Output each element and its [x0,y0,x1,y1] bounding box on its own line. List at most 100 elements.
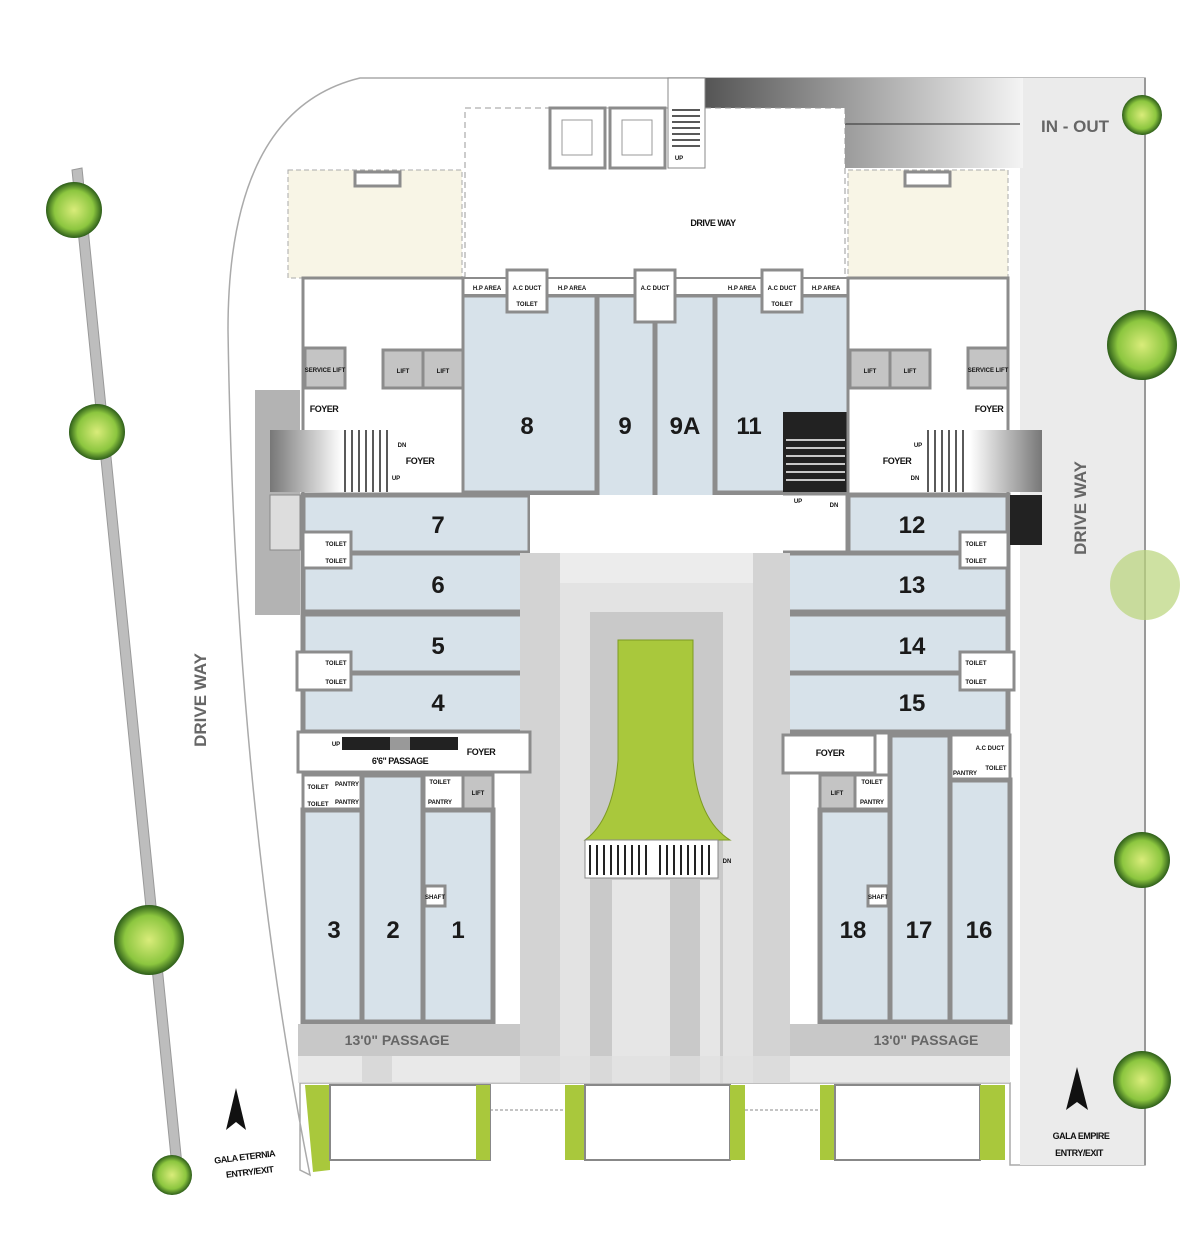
plan-label: DN [830,503,839,509]
unit-16[interactable]: 16 [947,777,1013,1025]
plan-label: TOILET [965,559,987,565]
plan-label: PANTRY [428,800,452,806]
inner-passage-label: 6'6" PASSAGE [372,756,429,766]
plan-label: TOILET [965,680,987,686]
trees [46,95,1180,1195]
gala-eternia-entry[interactable]: GALA ETERNIA ENTRY/EXIT [214,1088,277,1180]
plan-label: 8 [520,413,533,440]
ramp-stairs: UP [667,77,706,169]
plan-label: ENTRY/EXIT [225,1164,275,1180]
drive-way-label: DRIVE WAY [690,218,736,228]
central-courtyard: DN [520,495,790,1083]
plan-label: LIFT [472,791,485,797]
unit-3[interactable]: 3 [300,807,365,1025]
plan-label: FOYER [467,747,497,757]
plan-label: UP [332,742,340,748]
green-lawn [583,639,732,841]
vent-box [903,170,952,188]
plan-label: TOILET [771,302,793,308]
unit-13[interactable]: 13 [780,550,1011,615]
plan-label: 1 [451,917,464,944]
right-passage: 13'0" PASSAGE [790,1024,1010,1056]
plan-label: TOILET [965,661,987,667]
unit-1[interactable]: 1 SHAFT [420,807,496,1025]
plan-label: GALA EMPIRE [1053,1131,1110,1141]
tree-icon [1110,550,1180,620]
vent-box [353,170,402,188]
plan-label: 2 [386,917,399,944]
unit-8[interactable]: 8 [459,292,600,496]
hp-area-row: H.P AREA H.P AREA H.P AREA H.P AREA A.C … [461,268,851,324]
tree-icon [1122,95,1162,135]
left-road [71,167,183,1168]
plan-label: TOILET [325,680,347,686]
plan-label: 13 [899,572,926,599]
plan-label: 13'0" PASSAGE [874,1032,979,1048]
unit-9[interactable]: 9 [594,292,658,520]
plan-label: 15 [899,690,926,717]
plan-label: 14 [899,633,926,660]
unit-18[interactable]: 18 SHAFT [817,807,893,1025]
gala-empire-entry[interactable]: GALA EMPIRE ENTRY/EXIT [1053,1067,1110,1158]
plan-label: LIFT [437,369,450,375]
plan-label: 4 [431,690,445,717]
plan-label: UP [794,499,802,505]
right-drive-way-label: DRIVE WAY [1071,460,1090,555]
plan-label: A.C DUCT [513,286,542,292]
plan-label: TOILET [325,559,347,565]
up-label: UP [675,156,683,162]
plan-label: 5 [431,633,444,660]
tree-icon [114,905,184,975]
plan-label: H.P AREA [558,286,587,292]
plan-label: LIFT [831,791,844,797]
plan-label: 6 [431,572,444,599]
plan-label: H.P AREA [473,286,502,292]
right-wing-toilets: TOILET TOILET TOILET TOILET [958,495,1042,692]
unit-9a[interactable]: 9A [652,292,718,520]
plan-label: TOILET [429,780,451,786]
left-wing-toilets: TOILET TOILET TOILET TOILET [295,530,353,692]
plan-label: SERVICE LIFT [968,368,1009,374]
plan-label: TOILET [861,780,883,786]
frontage-planters [305,1084,1005,1172]
plan-label: 12 [899,512,926,539]
plan-label: TOILET [516,302,538,308]
plan-label: PANTRY [335,782,359,788]
plan-label: TOILET [307,802,329,808]
plan-label: UP [392,476,400,482]
plan-label: DN [398,443,407,449]
plan-label: 9A [670,413,701,440]
plan-label: LIFT [904,369,917,375]
plan-label: UP [914,443,922,449]
plan-label: FOYER [975,404,1005,414]
plan-label: 9 [618,413,631,440]
top-lift-boxes [548,106,667,170]
plan-label: H.P AREA [812,286,841,292]
tree-icon [152,1155,192,1195]
plan-label: TOILET [325,661,347,667]
front-walkway [298,1056,1010,1083]
plan-label: TOILET [307,785,329,791]
plan-label: TOILET [325,542,347,548]
plan-label: GALA ETERNIA [214,1148,277,1166]
plan-label: 13'0" PASSAGE [345,1032,450,1048]
plan-label: A.C DUCT [976,746,1005,752]
plan-label: FOYER [883,456,913,466]
plan-label: LIFT [397,369,410,375]
plan-label: SHAFT [868,895,888,901]
unit-2[interactable]: 2 [359,772,426,1025]
plan-label: TOILET [965,542,987,548]
garden-left [287,169,463,279]
center-stair: UP DN [783,412,848,509]
unit-17[interactable]: 17 [887,732,953,1025]
tree-icon [1107,310,1177,380]
lower-left-block: UP FOYER 6'6" PASSAGE TOILET PANTRY TOILE… [296,730,532,812]
garden-right [847,169,1009,279]
plan-label: LIFT [864,369,877,375]
in-out-label: IN - OUT [1041,117,1110,136]
tree-icon [69,404,125,460]
